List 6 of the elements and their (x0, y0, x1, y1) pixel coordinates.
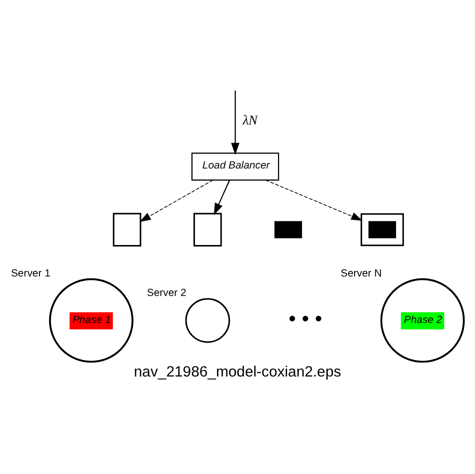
node-label: Server 2 (146, 288, 186, 299)
node-label: Server N (340, 268, 382, 280)
caption: nav_21986_model-coxian2.eps (134, 364, 342, 381)
label: • • • (288, 308, 322, 331)
edge-label: λN (242, 112, 258, 128)
node-label: Server 1 (10, 268, 50, 280)
